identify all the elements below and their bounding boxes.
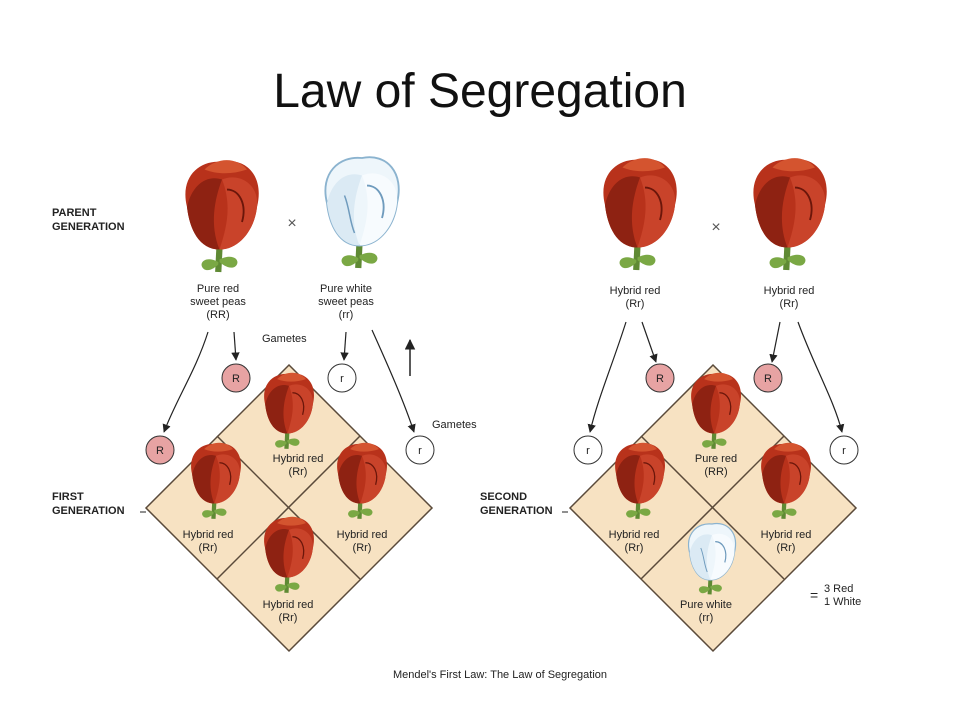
parent2-label-line2: sweet peas (318, 296, 374, 308)
parent2-label-line1: Pure white (320, 283, 372, 295)
ratio-equals: = (810, 587, 818, 603)
left-cell-left-label-line2: (Rr) (199, 542, 218, 554)
parent1-label-line2: sweet peas (190, 296, 246, 308)
right-arrow-to-gamete-right (797, 321, 845, 433)
left-cell-bottom-label-line1: Hybrid red (263, 599, 314, 611)
second-generation-label-line1: SECOND (480, 491, 527, 503)
right-parent1-red-flower-icon (603, 158, 676, 270)
right-parent1-label-line1: Hybrid red (610, 285, 661, 297)
slide-title: Law of Segregation (273, 65, 687, 118)
parent-generation-label-line2: GENERATION (52, 221, 125, 233)
gamete-left: R (156, 445, 164, 457)
gamete-top-right: r (340, 373, 344, 385)
arrow-to-gamete-right (371, 329, 416, 433)
left-panel: PARENT GENERATION × Pure red sweet peas … (52, 157, 477, 653)
left-cell-right-label-line1: Hybrid red (337, 529, 388, 541)
right-cell-top-label-line2: (RR) (704, 466, 727, 478)
arrow-to-gamete-left (162, 331, 209, 433)
ratio-line1: 3 Red (824, 583, 853, 595)
gamete-right: r (418, 445, 422, 457)
ratio-line2: 1 White (824, 596, 861, 608)
right-gamete-right: r (842, 445, 846, 457)
parent1-red-flower-icon (185, 160, 258, 272)
right-cell-right-label-line2: (Rr) (777, 542, 796, 554)
gamete-top-left: R (232, 373, 240, 385)
parent1-label-line3: (RR) (206, 309, 229, 321)
figure-caption: Mendel's First Law: The Law of Segregati… (393, 669, 607, 681)
right-arrow-to-gamete-left (587, 321, 627, 433)
first-generation-label-line2: GENERATION (52, 505, 125, 517)
right-gamete-top-left: R (656, 373, 664, 385)
left-cell-right-label-line2: (Rr) (353, 542, 372, 554)
right-parent2-label-line1: Hybrid red (764, 285, 815, 297)
parent2-white-flower-icon (325, 157, 398, 268)
gametes-top-label: Gametes (262, 333, 307, 345)
second-generation-label-line2: GENERATION (480, 505, 553, 517)
right-cell-bottom-label-line1: Pure white (680, 599, 732, 611)
parent1-label-line1: Pure red (197, 283, 239, 295)
right-cell-left-label-line1: Hybrid red (609, 529, 660, 541)
right-cross-symbol: × (711, 219, 720, 236)
left-cell-left-label-line1: Hybrid red (183, 529, 234, 541)
right-arrow-to-gamete-top-left (641, 321, 658, 363)
cross-symbol: × (287, 215, 296, 232)
right-gamete-left: r (586, 445, 590, 457)
right-cell-right-label-line1: Hybrid red (761, 529, 812, 541)
parent-generation-label-line1: PARENT (52, 207, 97, 219)
right-parent1-label-line2: (Rr) (626, 298, 645, 310)
right-cell-left-label-line2: (Rr) (625, 542, 644, 554)
left-cell-top-label-line2: (Rr) (289, 466, 308, 478)
right-parent2-red-flower-icon (753, 158, 826, 270)
arrow-to-gamete-top-left (231, 331, 240, 361)
right-cell-bottom-label-line2: (rr) (699, 612, 714, 624)
arrow-to-gamete-top-right (340, 331, 349, 361)
right-panel: × Hybrid red (Rr) Hybrid red (Rr) R R r … (480, 158, 861, 653)
right-gamete-top-right: R (764, 373, 772, 385)
right-cell-top-label-line1: Pure red (695, 453, 737, 465)
gametes-side-label: Gametes (432, 419, 477, 431)
right-arrow-to-gamete-top-right (769, 321, 781, 363)
left-cell-top-label-line1: Hybrid red (273, 453, 324, 465)
right-parent2-label-line2: (Rr) (780, 298, 799, 310)
parent2-label-line3: (rr) (339, 309, 354, 321)
left-cell-bottom-label-line2: (Rr) (279, 612, 298, 624)
first-generation-label-line1: FIRST (52, 491, 84, 503)
